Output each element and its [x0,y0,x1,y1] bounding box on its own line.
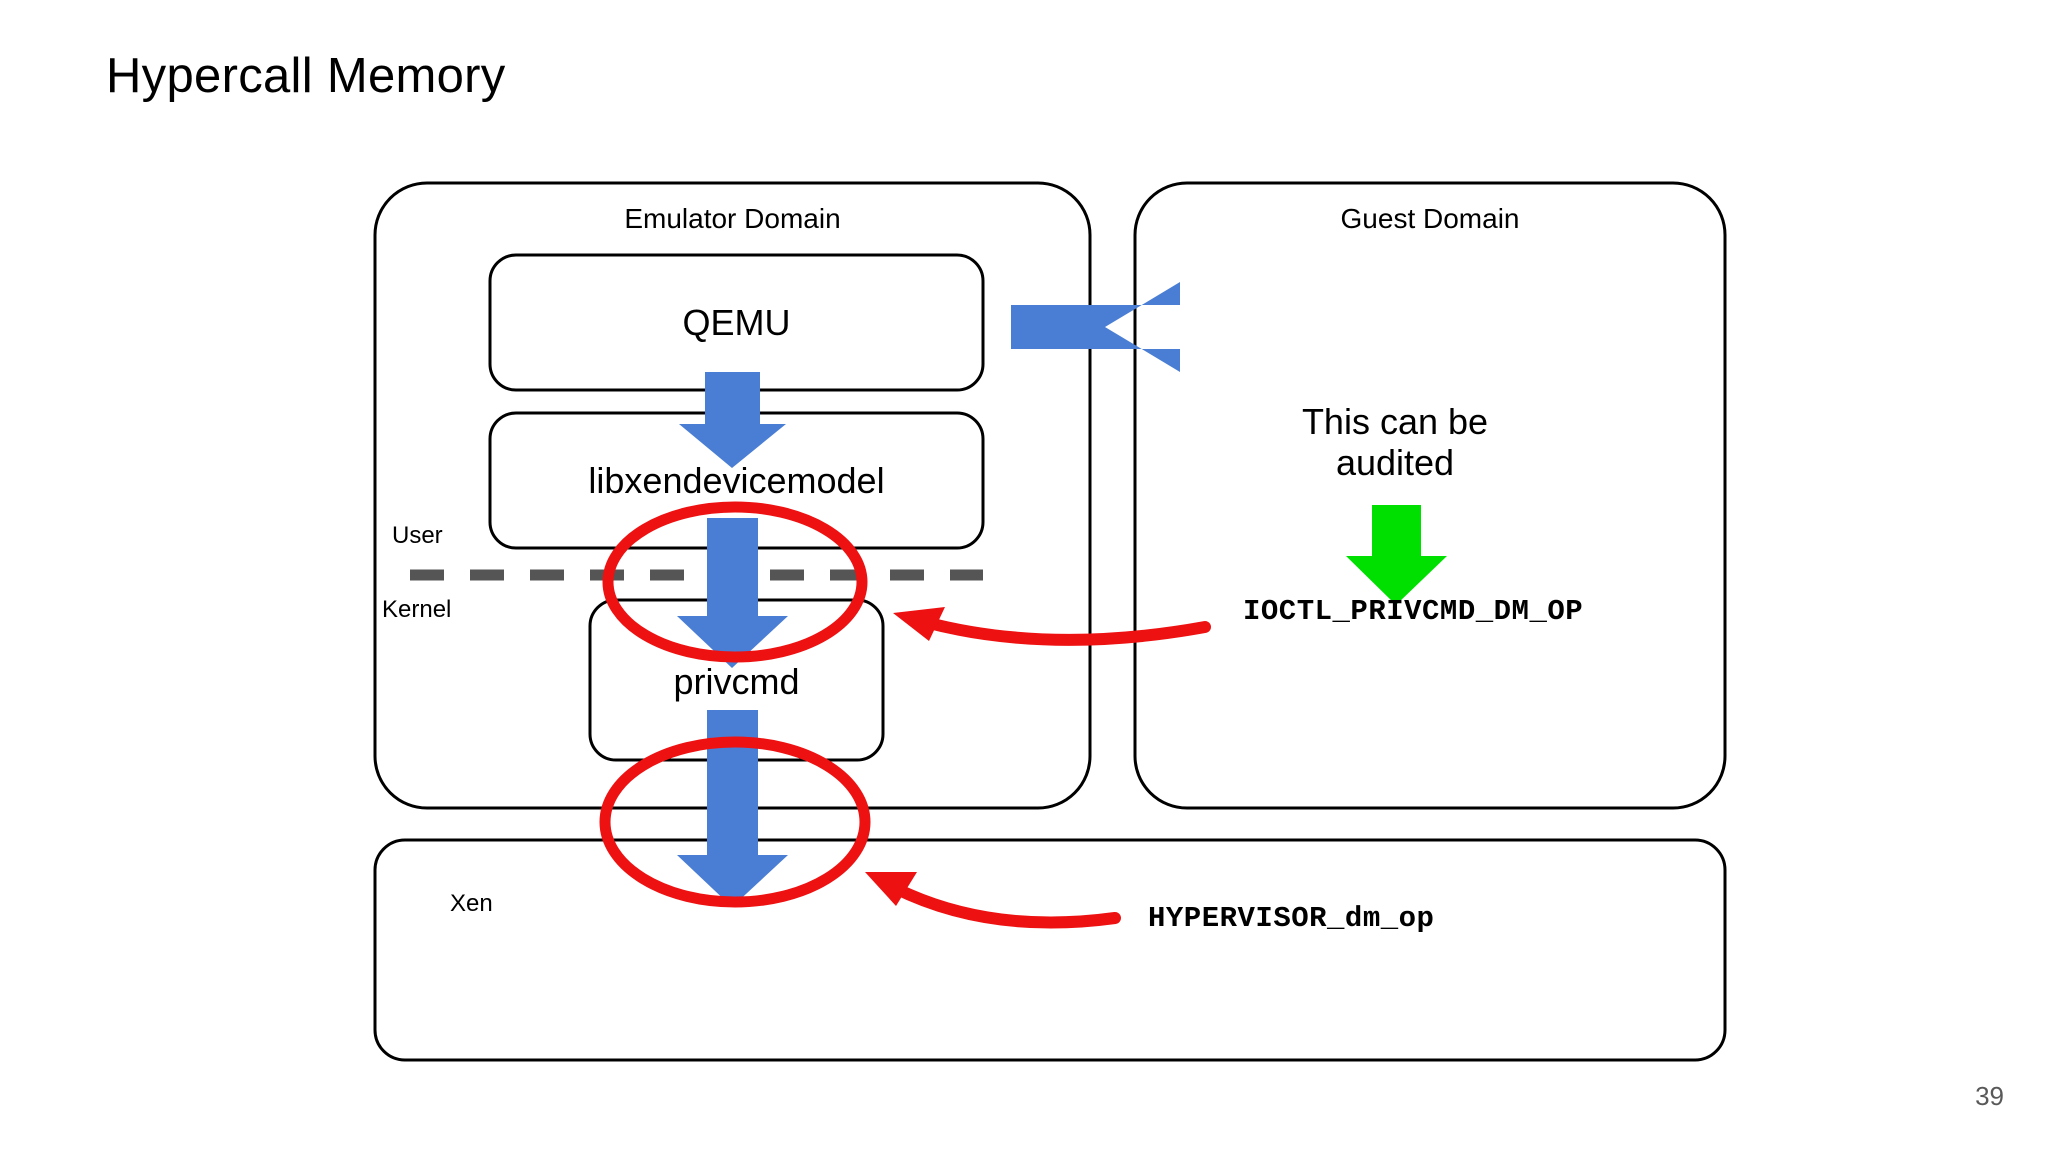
privcmd-label: privcmd [673,661,800,702]
hypervisor-dm-op-label: HYPERVISOR_dm_op [1148,902,1435,935]
xen-domain-label: Xen [450,890,493,917]
audited-down-arrow [1346,505,1447,605]
guest-note-line-1: This can be [1301,401,1489,442]
guest-domain-box [1133,181,1727,810]
kernel-hypervisor-boundary-highlight [599,736,871,908]
ioctl-callout-arrow [893,607,1211,646]
emulator-domain-label: Emulator Domain [624,203,841,234]
privcmd-to-xen-arrow [677,710,788,907]
page-title: Hypercall Memory [106,49,506,103]
ioctl-privcmd-dm-op-label: IOCTL_PRIVCMD_DM_OP [1243,595,1584,628]
libxendevicemodel-label: libxendevicemodel [588,460,885,501]
qemu-label: QEMU [682,302,791,343]
qemu-to-libxendevicemodel-arrow [679,372,786,468]
user-kernel-boundary-highlight [602,501,868,663]
user-label: User [392,522,443,549]
guest-domain-label: Guest Domain [1340,203,1520,234]
guest-note-line-2: audited [1335,442,1455,483]
page-number: 39 [1975,1081,2004,1111]
guest-to-emulator-arrow [1011,282,1180,372]
xen-domain-box [373,838,1727,1062]
hypervisor-callout-arrow [865,872,1121,929]
libxendevicemodel-to-privcmd-arrow [677,518,788,668]
kernel-label: Kernel [382,596,452,623]
